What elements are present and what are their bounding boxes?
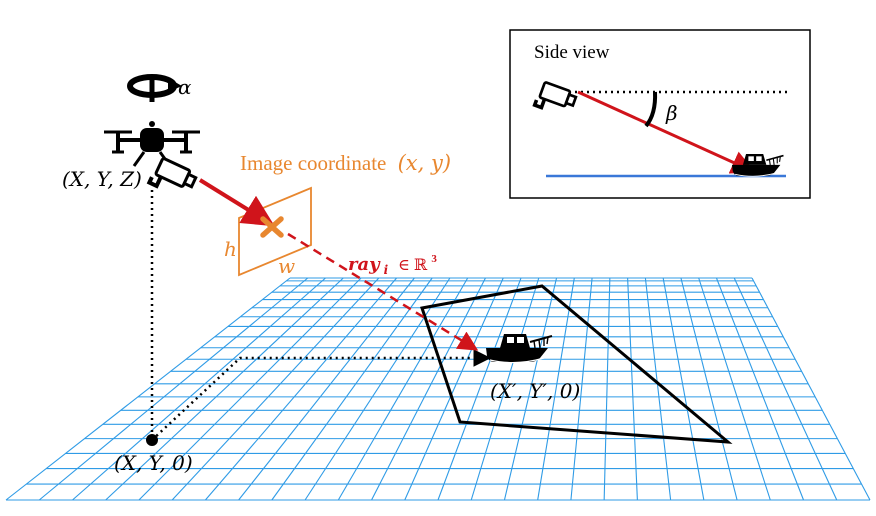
image-coordinate-text: Image coordinate	[240, 151, 386, 175]
width-label: w	[278, 254, 295, 278]
ground-point-marker	[146, 434, 158, 446]
grid-column-line	[105, 277, 344, 501]
ray-superscript: 3	[431, 253, 437, 265]
grid-column-line	[138, 277, 362, 501]
ray-solid	[198, 178, 275, 227]
side-view-ray	[577, 90, 756, 174]
rotate-arrow-icon	[127, 74, 182, 102]
beta-angle-arc	[644, 91, 658, 128]
image-coordinate-vars: (x, y)	[398, 151, 451, 175]
grid-column-line	[5, 277, 291, 501]
grid-column-line	[337, 277, 469, 501]
grid-column-line	[733, 277, 838, 501]
grid-column-line	[751, 277, 871, 501]
grid-column-line	[644, 277, 672, 501]
grid-column-line	[38, 277, 309, 501]
height-label: h	[224, 237, 237, 261]
grid-column-line	[271, 277, 433, 501]
grid-column-line	[698, 277, 771, 501]
image-coordinate-label: Image coordinate (x, y)	[240, 151, 451, 175]
drone-icon	[104, 121, 200, 167]
grid-column-line	[503, 277, 558, 501]
boat-position-label: (X′, Y′, 0)	[490, 379, 580, 403]
image-plane	[238, 186, 312, 277]
ray-subscript: i	[384, 263, 389, 277]
grid-column-line	[570, 277, 593, 501]
grid-column-line	[72, 277, 326, 501]
boat-icon	[485, 333, 553, 364]
ground-position-label: (X, Y, 0)	[114, 451, 193, 475]
ray-domain: ∈ ℝ	[398, 257, 428, 274]
side-view-panel: Side view β	[509, 29, 811, 199]
grid-column-line	[680, 277, 738, 501]
grid-column-line	[627, 277, 638, 501]
grid-column-line	[404, 277, 504, 501]
beta-label: β	[665, 101, 678, 125]
ground-path-to-boat	[151, 349, 491, 441]
drone-position-label: (X, Y, Z)	[62, 167, 142, 191]
search-region-polygon	[420, 284, 733, 444]
camera-icon	[147, 155, 200, 202]
grid-column-line	[204, 277, 398, 501]
cross-marker-icon	[260, 216, 284, 238]
ground-grid	[5, 277, 871, 501]
ray-label: ray i ∈ ℝ 3	[348, 253, 437, 278]
grid-column-line	[537, 277, 575, 501]
ray-name: ray	[348, 254, 381, 275]
grid-column-line	[437, 277, 522, 501]
side-view-title: Side view	[534, 42, 610, 63]
alpha-label: α	[178, 75, 192, 99]
grid-column-line	[171, 277, 380, 501]
grid-column-line	[603, 277, 611, 501]
grid-column-line	[238, 277, 415, 501]
ray-dashed	[287, 232, 479, 351]
grid-column-line	[371, 277, 486, 501]
grid-column-line	[470, 277, 540, 501]
grid-column-line	[715, 277, 805, 501]
grid-column-line	[662, 277, 705, 501]
